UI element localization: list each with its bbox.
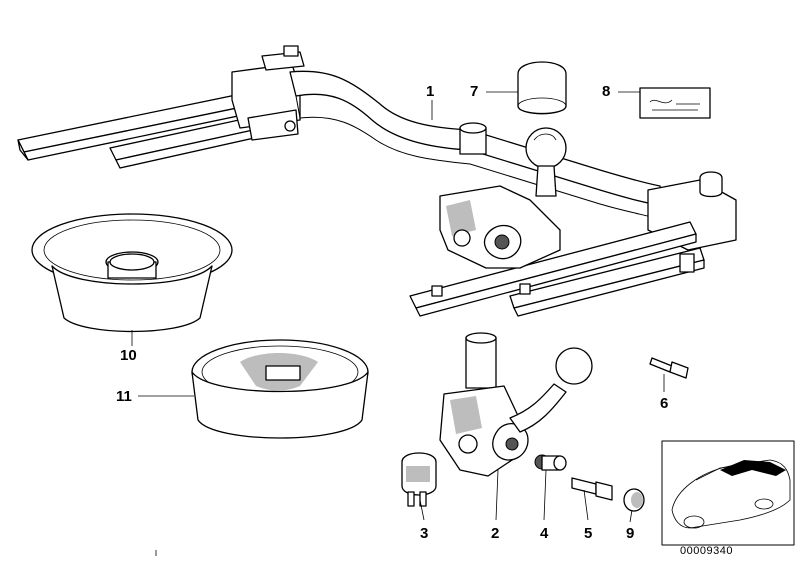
callout-11: 11: [116, 388, 132, 405]
tow-bar-frame: [17, 45, 737, 317]
spare-wheel-cover: [31, 213, 233, 333]
spare-key: [649, 357, 689, 379]
callout-7: 7: [470, 83, 479, 100]
protective-cap: [517, 61, 567, 115]
callout-2: 2: [491, 525, 500, 542]
key: [571, 477, 613, 501]
leader-lines: [131, 91, 665, 556]
warning-label: [639, 87, 711, 119]
callout-4: 4: [540, 525, 549, 542]
coupling-housing-mounted: [439, 127, 567, 269]
callout-6: 6: [660, 395, 669, 412]
callout-8: 8: [602, 83, 611, 100]
callout-5: 5: [584, 525, 593, 542]
callout-3: 3: [420, 525, 429, 542]
diagram-code: 00009340: [680, 545, 733, 557]
detachable-ball-neck: [439, 332, 593, 477]
electrical-socket: [401, 452, 437, 507]
vehicle-location-thumbnail: [661, 440, 795, 546]
callout-1: 1: [426, 83, 435, 100]
callout-10: 10: [120, 347, 137, 364]
callout-9: 9: [626, 525, 635, 542]
cover-cap: [623, 488, 645, 512]
spare-wheel-insert: [191, 339, 369, 439]
lock-cylinder: [534, 454, 567, 471]
